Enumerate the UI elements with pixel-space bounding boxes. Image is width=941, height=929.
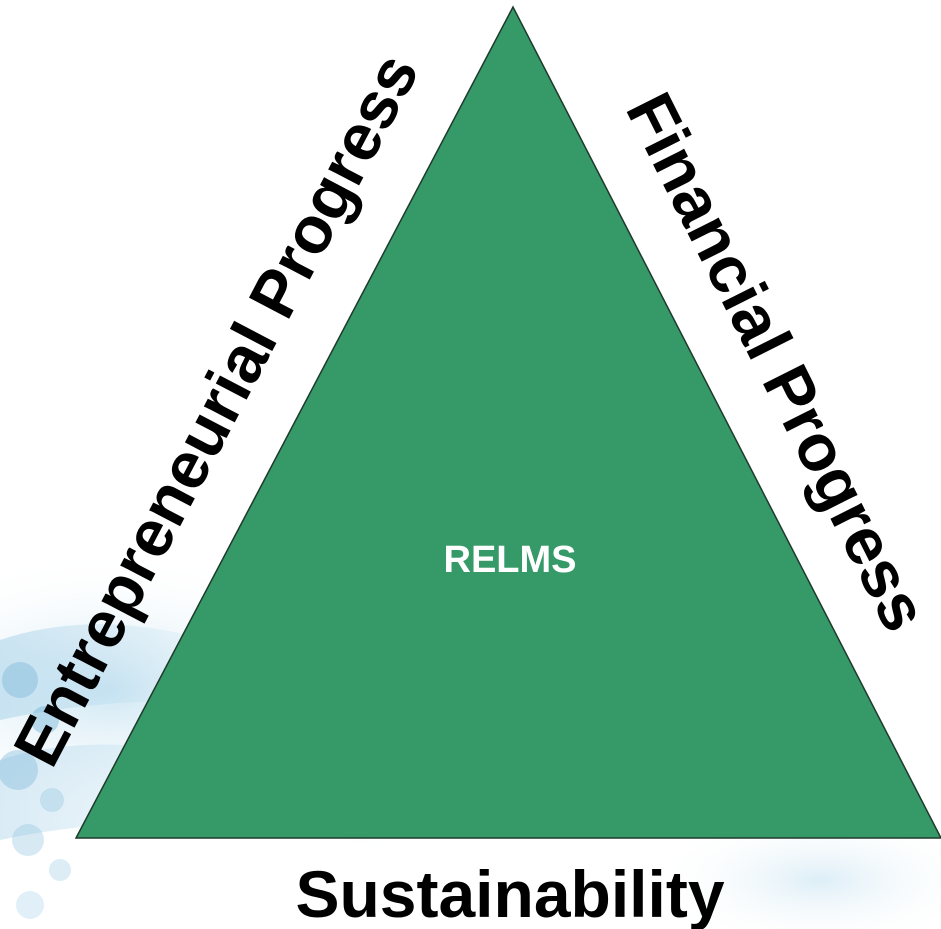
relms-triangle <box>74 5 941 839</box>
bottom-label: Sustainability <box>295 857 724 929</box>
center-label: RELMS <box>444 539 577 581</box>
